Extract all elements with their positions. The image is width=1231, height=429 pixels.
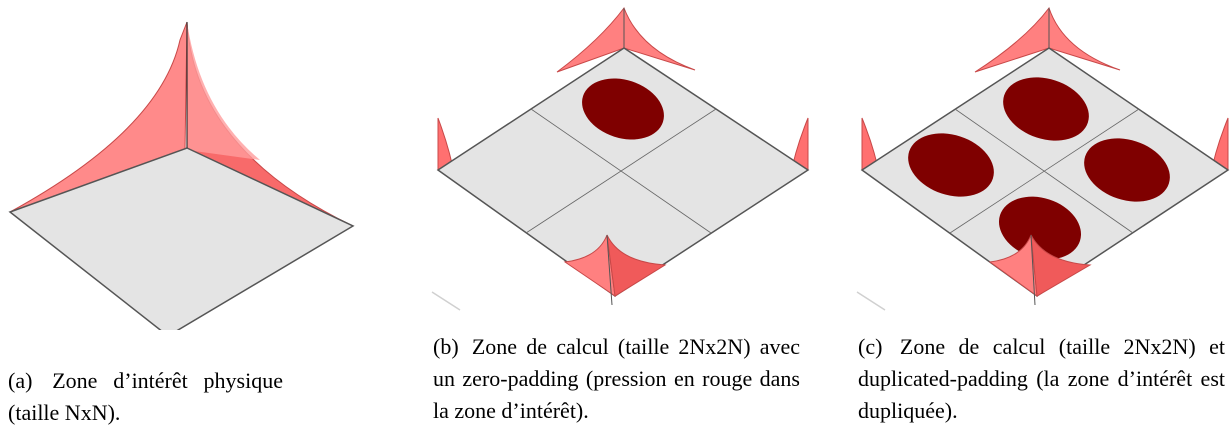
panel-b-pressure-ellipse — [582, 78, 664, 140]
caption-b: (b) Zone de calcul (taille 2Nx2N) avec u… — [433, 331, 800, 427]
panel-c-pressure-ellipse-bottom — [998, 196, 1082, 260]
panel-c-pressure-ellipse-left — [908, 133, 994, 197]
panel-b-peak-top — [556, 6, 696, 73]
caption-c-text: Zone de calcul (taille 2Nx2N) et duplica… — [858, 334, 1225, 423]
panel-c-pressure-ellipse-top — [1003, 77, 1089, 141]
panel-c-faint-line — [856, 291, 886, 311]
panel-b-drawing — [431, 6, 810, 311]
panel-c-peak-top — [974, 6, 1121, 73]
caption-a-label: (a) — [8, 368, 33, 393]
caption-a-text: Zone d’intérêt physique (taille NxN). — [8, 368, 283, 425]
panel-a-plate — [8, 147, 355, 330]
figure-illustrations — [8, 6, 1230, 330]
caption-c-label: (c) — [858, 334, 883, 359]
caption-b-text: Zone de calcul (taille 2Nx2N) avec un ze… — [433, 334, 801, 423]
caption-a: (a) Zone d’intérêt physique (taille NxN)… — [8, 365, 283, 429]
panel-c-drawing — [856, 6, 1230, 311]
caption-b-label: (b) — [433, 334, 459, 359]
panel-c-pressure-ellipse-right — [1084, 138, 1170, 202]
panel-b-faint-line — [431, 291, 461, 311]
panel-a-pressure-front — [187, 22, 260, 160]
panel-a-drawing — [8, 21, 355, 330]
caption-c: (c) Zone de calcul (taille 2Nx2N) et dup… — [858, 331, 1225, 427]
